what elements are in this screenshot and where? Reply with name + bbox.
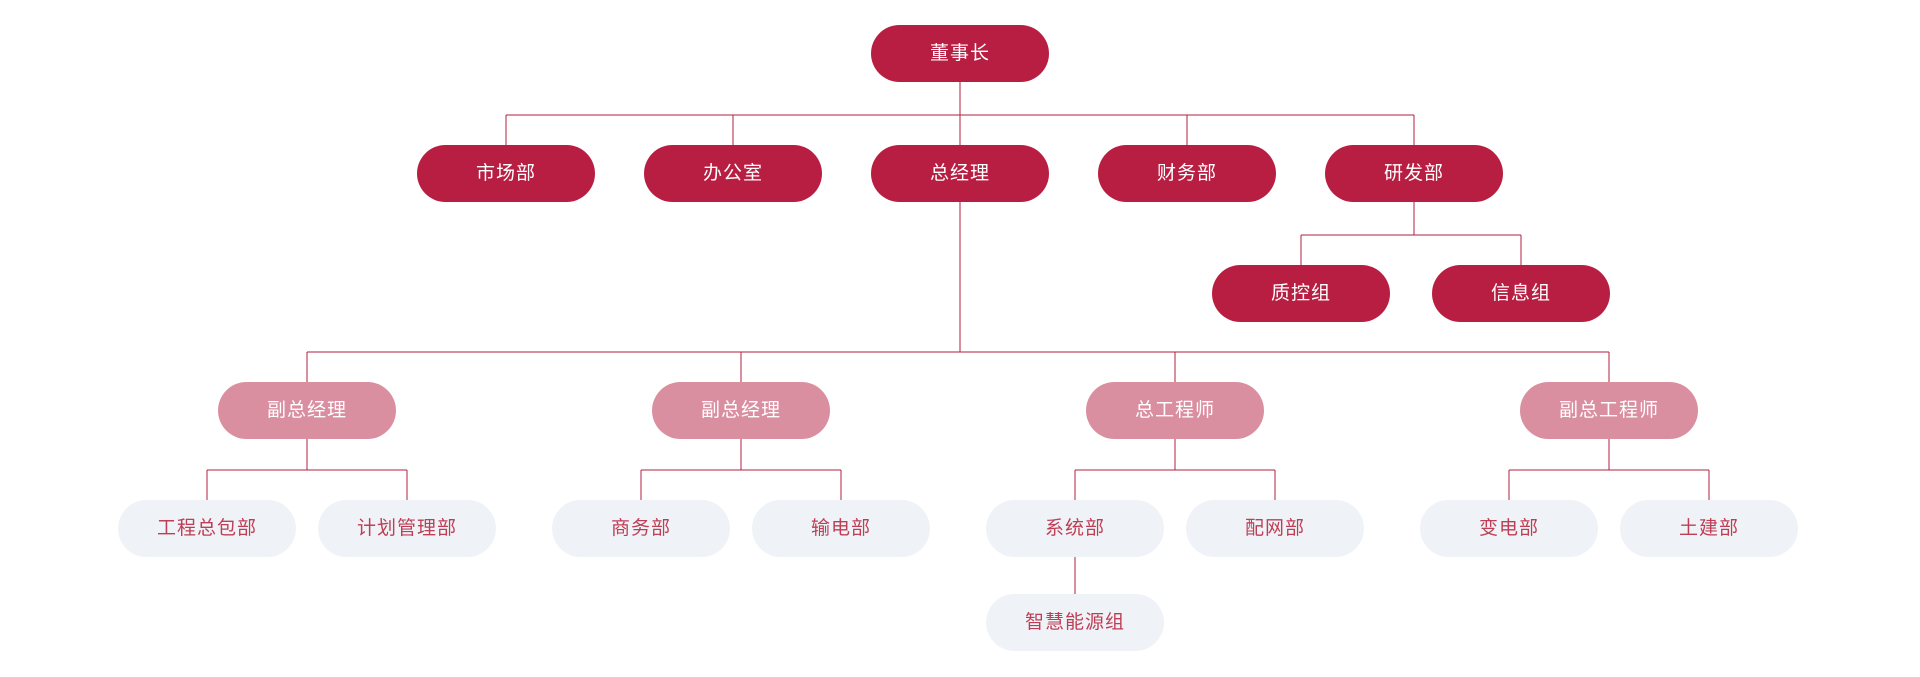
node-label: 系统部 xyxy=(1044,518,1105,539)
node-quality-control[interactable]: 质控组 xyxy=(1212,265,1390,322)
node-label: 计划管理部 xyxy=(356,518,457,539)
node-label: 副总经理 xyxy=(266,400,347,421)
node-label: 董事长 xyxy=(929,43,990,64)
node-deputy-gm-2[interactable]: 副总经理 xyxy=(652,382,830,439)
node-epc[interactable]: 工程总包部 xyxy=(118,500,296,557)
node-business[interactable]: 商务部 xyxy=(552,500,730,557)
node-chairman[interactable]: 董事长 xyxy=(871,25,1049,82)
node-rnd[interactable]: 研发部 xyxy=(1325,145,1503,202)
node-label: 总工程师 xyxy=(1134,400,1215,421)
node-deputy-gm-1[interactable]: 副总经理 xyxy=(218,382,396,439)
node-general-manager[interactable]: 总经理 xyxy=(871,145,1049,202)
node-substation[interactable]: 变电部 xyxy=(1420,500,1598,557)
node-label: 办公室 xyxy=(702,163,763,184)
node-label: 质控组 xyxy=(1270,283,1331,304)
node-label: 总经理 xyxy=(929,163,990,184)
node-label: 财务部 xyxy=(1156,163,1217,184)
node-transmission[interactable]: 输电部 xyxy=(752,500,930,557)
node-label: 研发部 xyxy=(1383,163,1444,184)
node-label: 工程总包部 xyxy=(156,518,257,539)
node-label: 土建部 xyxy=(1678,518,1739,539)
node-label: 副总工程师 xyxy=(1558,400,1659,421)
node-information[interactable]: 信息组 xyxy=(1432,265,1610,322)
node-chief-engineer[interactable]: 总工程师 xyxy=(1086,382,1264,439)
node-deputy-chief-engineer[interactable]: 副总工程师 xyxy=(1520,382,1698,439)
node-office[interactable]: 办公室 xyxy=(644,145,822,202)
node-system[interactable]: 系统部 xyxy=(986,500,1164,557)
node-label: 智慧能源组 xyxy=(1024,612,1125,633)
node-label: 配网部 xyxy=(1244,518,1305,539)
node-label: 变电部 xyxy=(1478,518,1539,539)
node-distribution[interactable]: 配网部 xyxy=(1186,500,1364,557)
node-label: 信息组 xyxy=(1490,283,1551,304)
node-finance[interactable]: 财务部 xyxy=(1098,145,1276,202)
node-label: 输电部 xyxy=(810,518,871,539)
node-marketing[interactable]: 市场部 xyxy=(417,145,595,202)
node-smart-energy[interactable]: 智慧能源组 xyxy=(986,594,1164,651)
node-planning[interactable]: 计划管理部 xyxy=(318,500,496,557)
node-label: 副总经理 xyxy=(700,400,781,421)
node-civil[interactable]: 土建部 xyxy=(1620,500,1798,557)
node-label: 市场部 xyxy=(475,163,536,184)
node-label: 商务部 xyxy=(610,518,671,539)
